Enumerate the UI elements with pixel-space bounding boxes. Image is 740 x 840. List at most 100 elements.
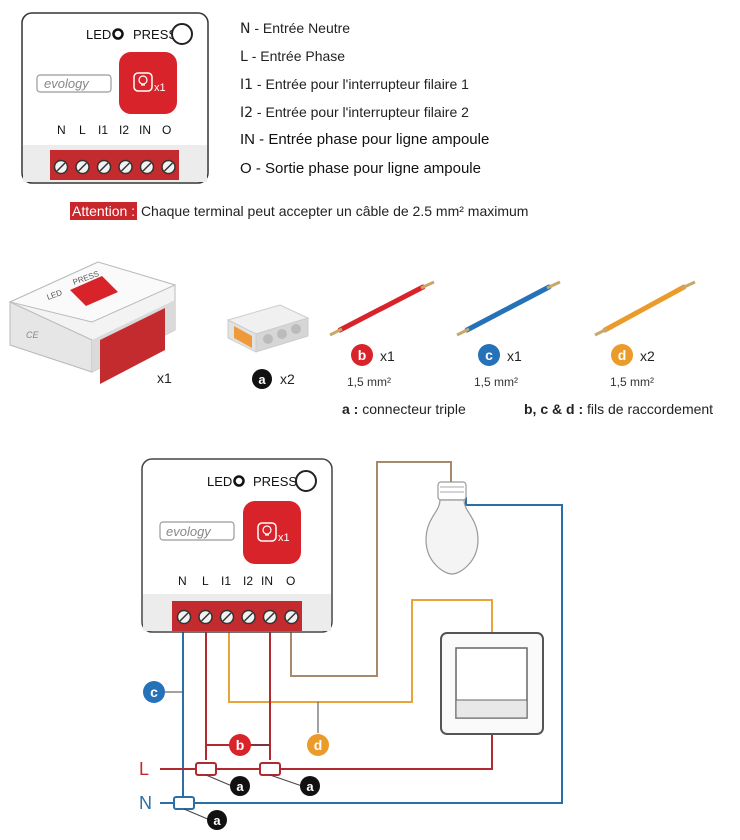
- badge-b-diagram-letter: b: [236, 737, 245, 753]
- wire-b-icon: [329, 280, 435, 337]
- badge-b-contents: [351, 344, 373, 366]
- diagram-led-indicator-icon: [233, 475, 245, 487]
- terminal-block: [50, 150, 179, 180]
- module-screw-slot: [77, 162, 88, 172]
- wall-switch-icon: [440, 632, 544, 735]
- caption-bcd-text: fils de raccordement: [583, 401, 714, 417]
- diagram-screw-slot: [179, 612, 189, 622]
- wire-c-section: 1,5 mm²: [474, 375, 518, 389]
- press-button-icon: [171, 23, 193, 45]
- legend-item-l: L - Entrée Phase: [240, 48, 345, 65]
- module-screw-slot: [142, 162, 152, 172]
- diagram-terminal-label-l: L: [202, 574, 209, 588]
- diagram-press-button-icon: [295, 470, 317, 492]
- diagram-terminal-label-i2: I2: [243, 574, 253, 588]
- terminal-labels: N L I1 I2 IN O: [57, 123, 171, 137]
- caption-a-text: connecteur triple: [358, 401, 466, 417]
- connector-quantity: x2: [280, 371, 295, 387]
- legend-text-l: - Entrée Phase: [247, 48, 346, 64]
- terminal-label-o: O: [162, 123, 171, 137]
- badge-d-contents: [611, 344, 633, 366]
- diagram-screw-slot: [265, 612, 275, 622]
- diagram-brand-logo-text: evology: [166, 524, 212, 539]
- module-screw-slot: [99, 162, 109, 172]
- diagram-screw-slot: [286, 612, 297, 622]
- badge-b-contents-letter: b: [358, 347, 367, 363]
- wire-d-section: 1,5 mm²: [610, 375, 654, 389]
- terminal-label-i1: I1: [98, 123, 108, 137]
- terminal-label-i2: I2: [119, 123, 129, 137]
- badge-a-contents: [252, 369, 272, 389]
- badge-a-diagram-2-letter: a: [306, 779, 314, 794]
- diagram-press-label: PRESS: [253, 474, 297, 489]
- badge-a-diagram-3-letter: a: [213, 813, 221, 828]
- diagram-brand-logo: [159, 521, 235, 541]
- line-n-label: N: [139, 793, 152, 813]
- brand-logo: [36, 74, 112, 93]
- module-quantity: x1: [157, 370, 172, 386]
- diagram-screw-slot: [222, 612, 232, 622]
- diagram-led-label: LED: [207, 474, 232, 489]
- legend-text-o: - Sortie phase pour ligne ampoule: [251, 160, 481, 177]
- diagram-terminal-block: [172, 601, 302, 631]
- badge-a-diagram-3: [207, 810, 227, 830]
- legend-text-in: - Entrée phase pour ligne ampoule: [255, 131, 490, 148]
- diagram-screw-slot: [243, 612, 254, 622]
- badge-d-diagram: [307, 734, 329, 756]
- module-front-view: LED PRESS evology x1 N L I1 I2 IN O: [21, 12, 209, 184]
- module-isometric-view: LED PRESS CE: [8, 261, 177, 384]
- bulb-icon: [133, 72, 153, 92]
- connector-n: [173, 796, 195, 810]
- badge-b-diagram: [229, 734, 251, 756]
- legend-item-in: IN - Entrée phase pour ligne ampoule: [240, 131, 489, 148]
- legend-code-i1: I1: [240, 77, 254, 93]
- legend-text-n: - Entrée Neutre: [250, 20, 351, 36]
- caption-bcd: b, c & d : fils de raccordement: [524, 401, 713, 417]
- diagram-terminal-label-i1: I1: [221, 574, 231, 588]
- badge-d-contents-letter: d: [618, 347, 627, 363]
- legend-code-n: N: [240, 21, 251, 37]
- led-indicator-icon: [112, 28, 124, 40]
- wire-d-icon: [594, 280, 696, 337]
- legend-item-n: N - Entrée Neutre: [240, 20, 350, 37]
- legend-code-l: L: [240, 49, 248, 65]
- legend-item-i1: I1 - Entrée pour l'interrupteur filaire …: [240, 76, 469, 93]
- connector-l-1: [195, 762, 217, 776]
- press-label: PRESS: [133, 27, 177, 42]
- module-screw-slot: [163, 162, 174, 172]
- badge-a-diagram-1: [230, 776, 250, 796]
- terminal-label-n: N: [57, 123, 66, 137]
- badge-a-diagram-1-letter: a: [236, 779, 244, 794]
- badge-d-diagram-letter: d: [314, 737, 323, 753]
- attention-text: Chaque terminal peut accepter un câble d…: [140, 203, 529, 219]
- button-multiplier: x1: [154, 82, 166, 94]
- attention-note: Attention : Chaque terminal peut accepte…: [70, 202, 529, 220]
- badge-a-contents-letter: a: [258, 372, 266, 387]
- wire-d-quantity: x2: [640, 348, 655, 364]
- caption-a-key: a :: [342, 401, 359, 417]
- badge-c-contents-letter: c: [485, 347, 493, 363]
- diagram-terminal-label-in: IN: [261, 574, 273, 588]
- attention-tag: Attention :: [70, 202, 138, 220]
- legend-text-i2: - Entrée pour l'interrupteur filaire 2: [253, 104, 469, 120]
- legend-item-o: O - Sortie phase pour ligne ampoule: [240, 160, 481, 177]
- wire-b-quantity: x1: [380, 348, 395, 364]
- brand-logo-text: evology: [44, 76, 90, 91]
- diagram-bulb-icon: [257, 522, 277, 542]
- diagram-button-multiplier: x1: [278, 532, 290, 544]
- line-l-label: L: [139, 759, 149, 779]
- diagram-red-button: [243, 501, 301, 564]
- terminal-label-in: IN: [139, 123, 151, 137]
- wire-b-section: 1,5 mm²: [347, 375, 391, 389]
- caption-a: a : connecteur triple: [342, 401, 466, 417]
- diagram-terminal-label-o: O: [286, 574, 295, 588]
- red-button: [119, 52, 177, 114]
- legend-code-i2: I2: [240, 105, 254, 121]
- module-screw-slot: [56, 162, 66, 172]
- triple-connector-icon: [226, 304, 310, 353]
- svg-text:CE: CE: [26, 330, 39, 340]
- terminal-label-l: L: [79, 123, 86, 137]
- legend-item-i2: I2 - Entrée pour l'interrupteur filaire …: [240, 104, 469, 121]
- light-bulb-icon: [425, 481, 479, 575]
- module-screw-slot: [120, 162, 131, 172]
